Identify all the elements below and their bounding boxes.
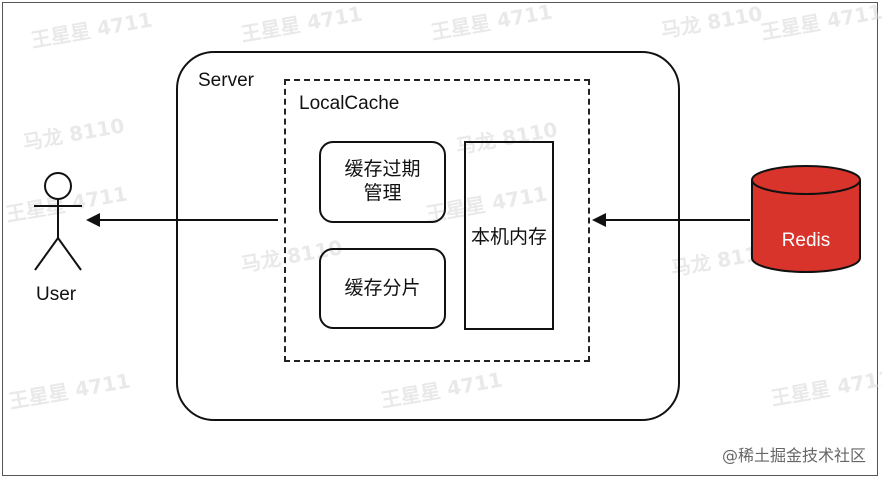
cache-expiration-management-box: 缓存过期 管理	[319, 141, 446, 223]
cache-sharding-box: 缓存分片	[319, 248, 446, 329]
arrow-redis-to-local-cache	[592, 213, 750, 227]
server-container	[176, 51, 680, 421]
user-actor-icon	[34, 172, 82, 271]
local-memory-box: 本机内存	[464, 141, 554, 330]
source-credit: @稀土掘金技术社区	[721, 446, 866, 465]
arrow-server-to-user	[86, 213, 278, 227]
user-label: User	[36, 284, 77, 305]
local-memory-label: 本机内存	[470, 226, 547, 248]
expire-mgmt-label-line1: 缓存过期	[344, 158, 421, 181]
redis-label: Redis	[781, 230, 831, 251]
cache-shard-label: 缓存分片	[344, 276, 421, 299]
expire-mgmt-label-line2: 管理	[363, 182, 402, 204]
local-cache-container	[284, 79, 590, 362]
server-label: Server	[198, 70, 254, 91]
redis-cylinder-icon	[751, 165, 861, 273]
local-cache-label: LocalCache	[299, 93, 400, 114]
